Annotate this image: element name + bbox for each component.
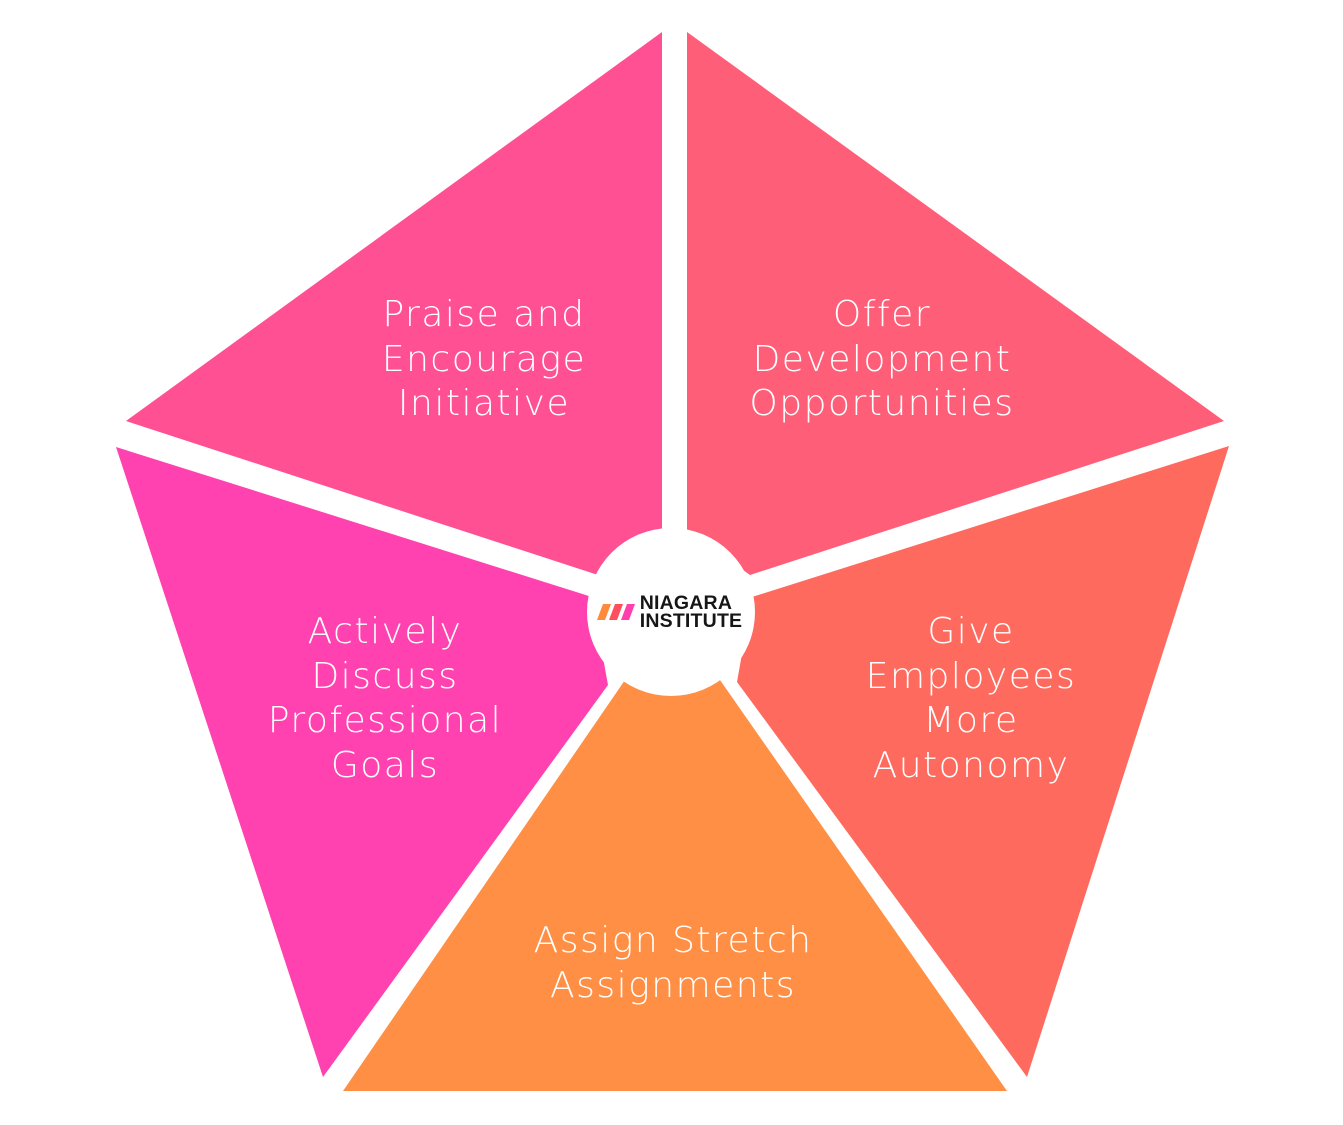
logo-wordmark: NIAGARA INSTITUTE (639, 592, 743, 632)
segment-right-shape (737, 446, 1229, 1077)
segment-top-left-shape (126, 32, 662, 575)
segment-top-right-label: Offer Development Opportunities (749, 294, 1015, 424)
segment-left-label: Actively Discuss Professional Goals (267, 611, 503, 786)
segment-right-label: Give Employees More Autonomy (865, 611, 1077, 786)
segment-top-right-shape (687, 32, 1224, 575)
segment-bottom-shape (343, 680, 1007, 1091)
logo-line-2: INSTITUTE (639, 610, 743, 632)
segment-left-shape (116, 447, 608, 1077)
segment-bottom-label: Assign Stretch Assignments (533, 920, 813, 1006)
niagara-institute-logo: NIAGARA INSTITUTE (587, 528, 755, 696)
logo-stripes-icon (596, 604, 635, 620)
segment-top-left-label: Praise and Encourage Initiative (381, 294, 587, 424)
logo-line-1: NIAGARA (639, 592, 733, 614)
